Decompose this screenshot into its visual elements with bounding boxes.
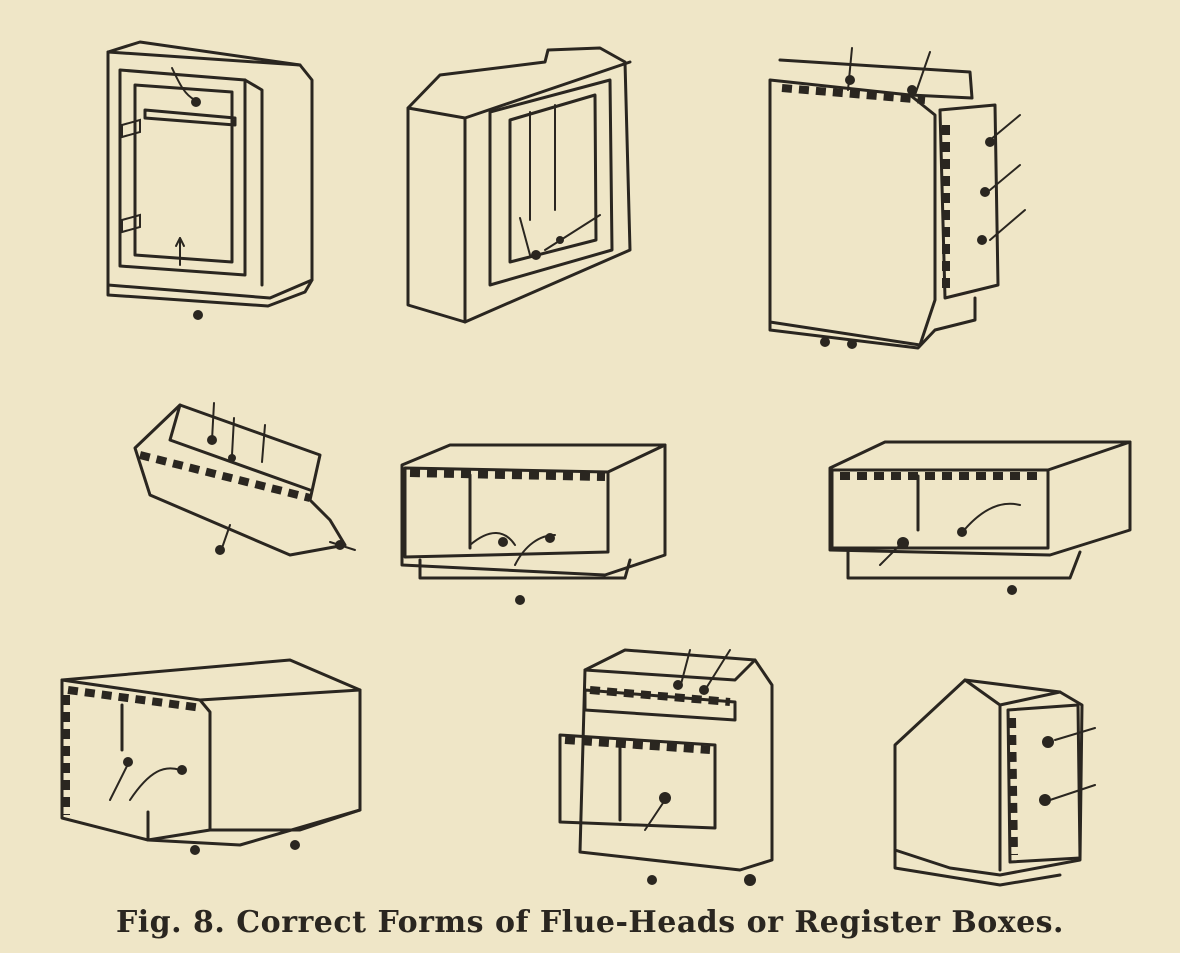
- register-box-9: [893, 678, 1096, 887]
- register-box-7: [60, 658, 362, 855]
- register-box-4: [133, 402, 356, 557]
- register-box-1: [106, 40, 314, 320]
- register-box-2: [406, 46, 632, 324]
- register-box-6: [828, 440, 1132, 595]
- figure-caption: Fig. 8. Correct Forms of Flue-Heads or R…: [115, 905, 1065, 940]
- register-box-5: [400, 443, 667, 605]
- register-box-3: [768, 47, 1026, 350]
- register-box-8: [558, 648, 774, 886]
